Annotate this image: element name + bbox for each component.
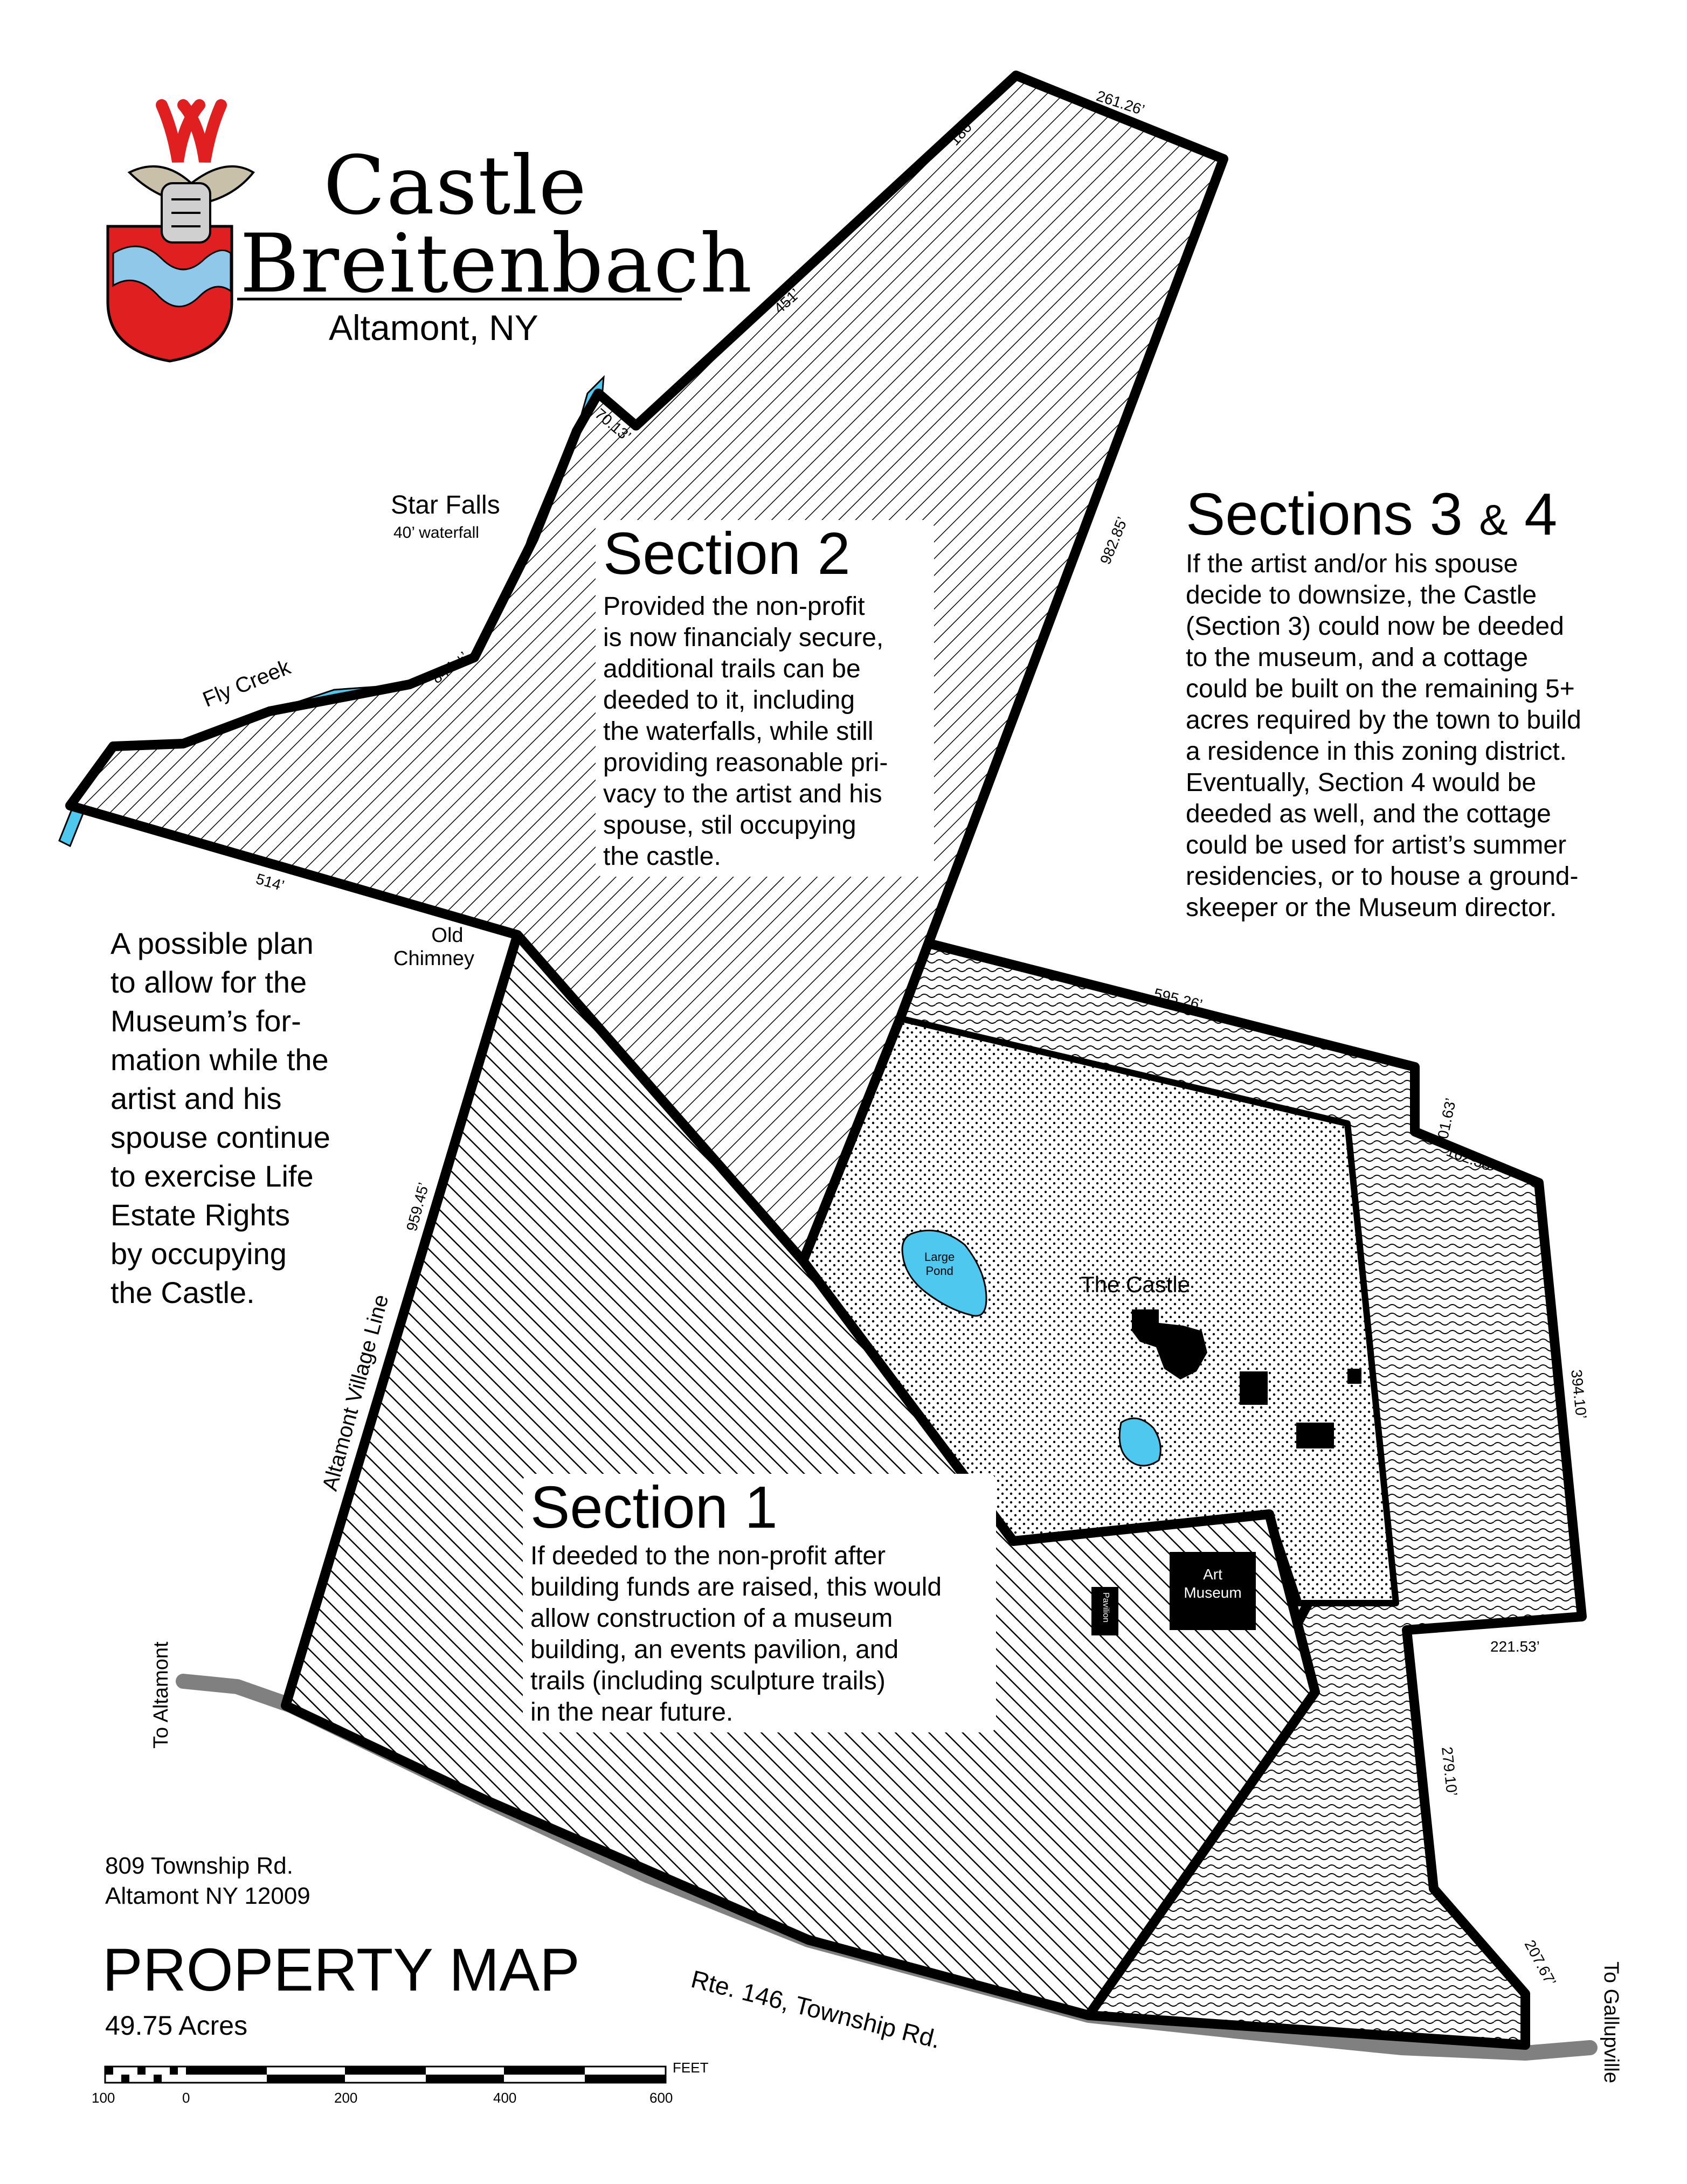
outbuilding-2 [1296,1423,1334,1448]
address-line: Altamont NY 12009 [105,1883,310,1909]
sections-3-4-line: deeded as well, and the cottage [1186,800,1551,828]
waterfall-label: 40’ waterfall [393,524,479,542]
star-falls-label: Star Falls [391,491,500,519]
sections-3-4-title-amp: & [1479,496,1508,544]
section-1-line: allow construction of a museum [530,1604,893,1633]
plan-line: to allow for the [110,965,307,999]
section-1-callout: Section 1 If deeded to the non-profit af… [523,1474,996,1732]
sections-3-4-line: skeeper or the Museum director. [1186,893,1557,922]
outbuilding-1 [1240,1371,1268,1405]
sections-3-4-line: could be built on the remaining 5+ [1186,675,1575,703]
plan-line: mation while the [110,1043,329,1077]
pavilion-label: Pavilion [1101,1592,1110,1623]
outbuilding-3 [1347,1369,1361,1384]
section-1-line: trails (including sculpture trails) [530,1667,886,1695]
plan-line: to exercise Life [110,1159,314,1193]
sections-3-4-line: residencies, or to house a ground- [1186,862,1579,891]
coat-of-arms-logo [106,99,255,363]
scale-tick-label: 100 [92,2090,115,2106]
sections-3-4-title: Sections 3 & 4 [1186,485,1649,544]
plan-line: spouse continue [110,1120,330,1154]
section-1-title: Section 1 [530,1474,778,1541]
section-2-description: Provided the non-profit is now financial… [603,591,927,872]
the-castle-label: The Castle [1081,1272,1191,1297]
scale-tick-label: 600 [649,2090,673,2106]
scale-tick-label: 200 [334,2090,358,2106]
section-1-line: building, an events pavilion, and [530,1635,899,1664]
section-1-line: in the near future. [530,1698,734,1727]
section-2-line: deeded to it, including [603,686,855,715]
section-2-line: Provided the non-profit [603,592,865,621]
art-museum-building [1170,1552,1256,1630]
section-2-callout: Section 2 Provided the non-profit is now… [596,520,934,877]
section-1-description: If deeded to the non-profit after buildi… [530,1541,988,1728]
sections-3-4-line: could be used for artist’s summer [1186,831,1567,859]
sections-3-4-line: Eventually, Section 4 would be [1186,768,1537,797]
logo-line-breitenbach: Breitenbach [240,217,753,311]
sections-3-4-line: (Section 3) could now be deeded [1186,612,1564,641]
plan-line: by occupying [110,1237,287,1271]
sections-3-4-title-end: 4 [1524,481,1558,547]
old-chimney-label: Old Chimney [393,924,474,970]
logo-line-castle: Castle [323,139,588,233]
section-2-line: additional trails can be [603,655,861,683]
section-2-line: providing reasonable pri- [603,748,888,777]
sections-3-4-line: acres required by the town to build [1186,706,1581,734]
large-pond-line: Pond [925,1264,953,1278]
pavilion-building [1091,1587,1118,1635]
plan-description: A possible plan to allow for the Museum’… [110,924,391,1312]
sections-3-4-line: a residence in this zoning district. [1186,737,1567,766]
plan-line: Museum’s for- [110,1004,301,1038]
plan-line: A possible plan [110,926,314,960]
large-pond-line: Large [924,1250,955,1264]
castle-building [1132,1309,1207,1379]
sections-3-4-title-main: Sections 3 [1186,481,1463,547]
sections-3-4-line: to the museum, and a cottage [1186,643,1529,672]
address-line: 809 Township Rd. [105,1853,293,1879]
section-2-line: vacy to the artist and his [603,780,882,808]
art-museum-label: Art Museum [1178,1565,1248,1602]
old-chimney-line: Old [431,924,464,947]
section-2-line: the castle. [603,842,721,871]
section-1-line: If deeded to the non-profit after [530,1542,886,1570]
plan-line: Estate Rights [110,1198,291,1232]
scale-tick-label: 0 [182,2090,190,2106]
acres-label: 49.75 Acres [105,2010,248,2041]
art-museum-line: Art [1203,1566,1222,1583]
scale-unit-label: FEET [673,2060,709,2076]
large-pond-label: Large Pond [924,1250,955,1278]
to-gallupville-label: To Gallupville [1600,1961,1622,2083]
section-1-line: building funds are raised, this would [530,1573,942,1601]
section-2-title: Section 2 [603,521,851,587]
to-altamont-label: To Altamont [150,1641,172,1749]
plan-line: artist and his [110,1081,282,1115]
section-2-line: is now financialy secure, [603,623,884,652]
sections-3-4-description: If the artist and/or his spouse decide t… [1186,549,1649,924]
art-museum-line: Museum [1184,1584,1242,1601]
large-pond [901,1229,987,1317]
scale-bar [104,2065,667,2084]
sections-3-4-line: If the artist and/or his spouse [1186,550,1518,578]
logo-location: Altamont, NY [329,308,538,348]
small-pond [1118,1417,1161,1467]
plan-line: the Castle. [110,1275,255,1309]
map-title: PROPERTY MAP [102,1936,580,2003]
section-2-line: the waterfalls, while still [603,717,874,746]
dimension-label: 221.53’ [1490,1638,1540,1655]
sections-3-4-callout: Sections 3 & 4 If the artist and/or his … [1186,485,1649,924]
scale-tick-label: 400 [493,2090,517,2106]
section-2-line: spouse, stil occupying [603,811,856,840]
old-chimney-line: Chimney [393,947,474,970]
address: 809 Township Rd. Altamont NY 12009 [105,1851,310,1911]
sections-3-4-line: decide to downsize, the Castle [1186,581,1537,609]
